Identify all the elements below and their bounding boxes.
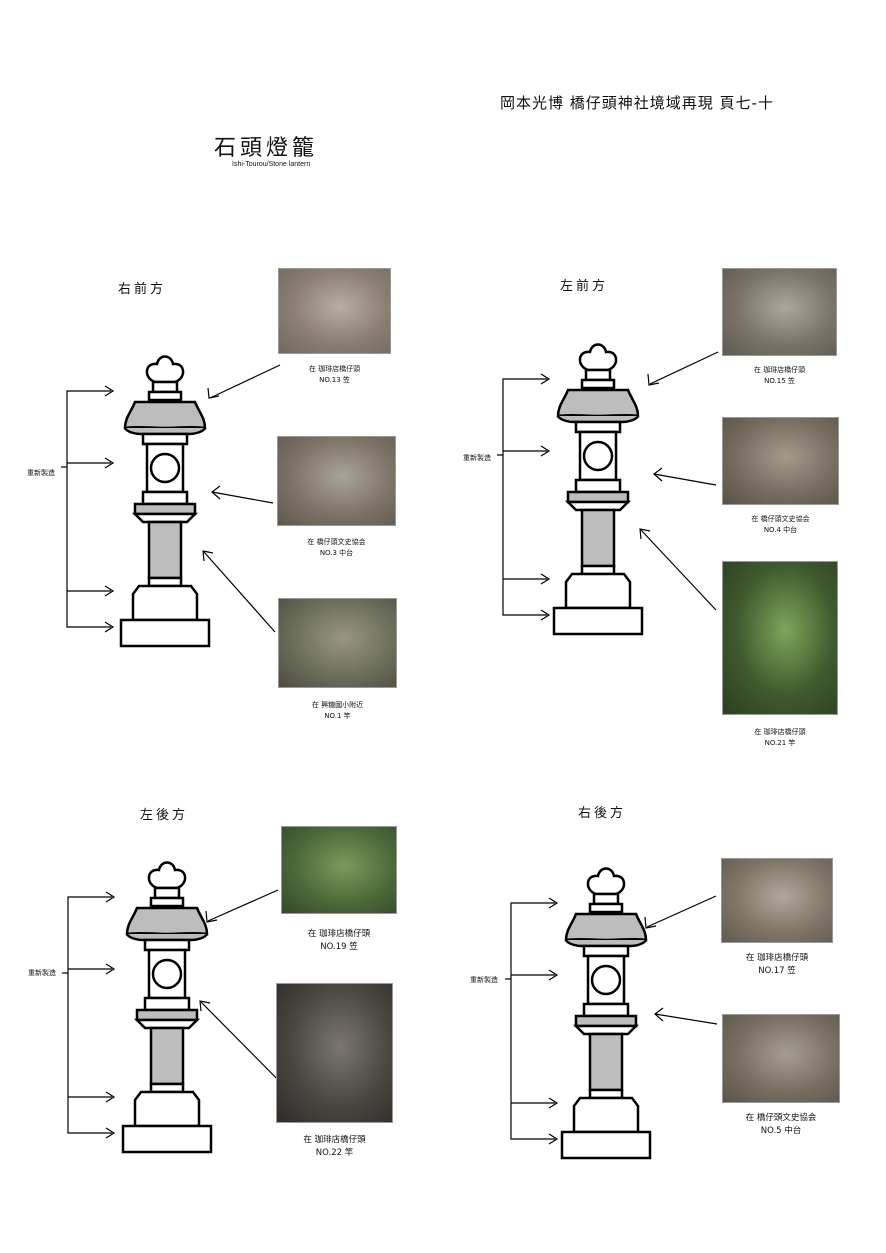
photo-back-left-kasa [281,826,397,914]
page-subtitle: Ishi-Tourou/Stone lantern [232,161,311,168]
caption-line-1: 在 珈琲店橋仔頭 [754,728,806,736]
caption-line-2: NO.4 中台 [763,526,798,534]
caption-line-1: 在 珈琲店橋仔頭 [307,929,371,939]
photo-front-left-sao [722,561,838,715]
caption-back-right-kasa: 在 珈琲店橋仔頭 NO.17 笠 [721,952,833,978]
panel-note-front-left: 重新製造 [463,454,491,462]
panel-note-front-right: 重新製造 [27,469,55,477]
caption-front-right-kasa: 在 珈琲店橋仔頭 NO.13 笠 [278,364,391,386]
caption-line-2: NO.13 笠 [319,376,350,384]
caption-line-2: NO.1 竿 [324,712,351,720]
panel-label-front-right: 右前方 [118,282,167,297]
lantern-drawing-back-left [61,861,299,1154]
page-title: 石頭燈籠 [214,136,319,161]
caption-front-left-sao: 在 珈琲店橋仔頭 NO.21 竿 [722,727,838,749]
caption-front-right-chudai: 在 橋仔頭文史協会 NO.3 中台 [277,537,396,559]
caption-line-1: 在 珈琲店橋仔頭 [745,953,809,963]
caption-line-1: 在 橋仔頭文史協会 [307,538,366,546]
caption-line-1: 在 珈琲店橋仔頭 [308,365,361,373]
photo-back-left-sao [276,983,393,1123]
caption-front-left-chudai: 在 橋仔頭文史協会 NO.4 中台 [722,514,839,536]
photo-front-right-chudai [277,436,396,526]
caption-line-2: NO.3 中台 [319,549,354,557]
caption-front-right-sao: 在 興糖國小附近 NO.1 竿 [278,700,397,722]
lantern-drawing-front-right [60,355,281,648]
caption-line-1: 在 橋仔頭文史協会 [751,515,810,523]
lantern-drawing-back-right [504,867,718,1160]
photo-front-left-kasa [722,268,837,356]
panel-label-back-left: 左後方 [140,808,189,823]
caption-back-right-chudai: 在 橋仔頭文史協会 NO.5 中台 [722,1112,840,1138]
caption-line-1: 在 橋仔頭文史協会 [745,1113,817,1123]
photo-front-left-chudai [722,417,839,505]
caption-front-left-kasa: 在 珈琲店橋仔頭 NO.15 笠 [722,365,837,387]
caption-line-2: NO.19 笠 [320,942,358,952]
caption-back-left-sao: 在 珈琲店橋仔頭 NO.22 竿 [276,1134,393,1160]
photo-front-right-kasa [278,268,391,354]
page-header: 岡本光博 橋仔頭神社境域再現 頁七-十 [500,94,774,112]
caption-line-2: NO.21 竿 [764,739,796,747]
caption-line-1: 在 興糖國小附近 [311,701,364,709]
caption-line-2: NO.17 笠 [758,966,796,976]
photo-front-right-sao [278,598,397,688]
photo-back-right-kasa [721,858,833,943]
panel-note-back-left: 重新製造 [28,969,56,977]
caption-line-2: NO.22 竿 [315,1148,354,1158]
caption-line-1: 在 珈琲店橋仔頭 [753,366,806,374]
caption-line-1: 在 珈琲店橋仔頭 [303,1135,366,1145]
lantern-drawing-front-left [496,343,719,636]
caption-line-2: NO.5 中台 [760,1126,802,1136]
panel-note-back-right: 重新製造 [470,976,498,984]
caption-line-2: NO.15 笠 [764,377,795,385]
panel-label-front-left: 左前方 [560,279,609,294]
caption-back-left-kasa: 在 珈琲店橋仔頭 NO.19 笠 [281,928,397,954]
photo-back-right-chudai [722,1014,840,1103]
panel-label-back-right: 右後方 [578,806,627,821]
